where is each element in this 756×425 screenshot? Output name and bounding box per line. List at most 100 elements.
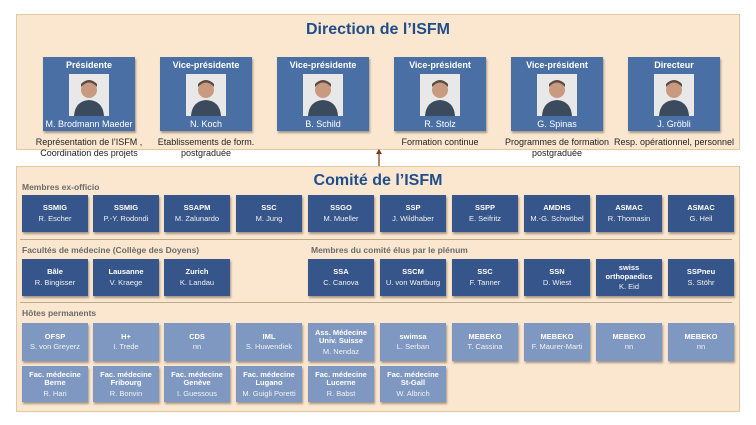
member-name: J. Wildhaber [392, 213, 434, 223]
member-box: H+I. Trede [93, 323, 159, 361]
organization-label: swiss orthopaedics [605, 263, 653, 281]
member-name: L. Serban [396, 342, 430, 352]
member-name: M. Nendaz [322, 346, 360, 356]
portrait-photo-icon [303, 74, 343, 116]
member-name: F. Maurer-Marti [531, 342, 583, 352]
role-label: Présidente [65, 60, 113, 70]
role-label: Vice-président [409, 60, 471, 70]
organization-label: SSPP [474, 203, 495, 213]
member-name: M. Guigli Poretti [242, 388, 296, 398]
member-name: M. Mueller [323, 213, 359, 223]
organization-label: swimsa [399, 331, 427, 341]
organization-label: Lausanne [108, 267, 144, 277]
organization-label: SSMIG [113, 203, 139, 213]
organization-label: SSAPM [183, 203, 211, 213]
divider [20, 302, 732, 303]
elus-label: Membres du comité élus par le plénum [311, 245, 468, 255]
organization-label: Fac. médecine Berne [29, 369, 81, 387]
member-name: S. von Greyerz [29, 342, 81, 352]
organization-label: Bâle [47, 267, 63, 277]
member-name: I. Guessous [176, 388, 218, 398]
member-name: M. Zalunardo [174, 213, 220, 223]
member-name: S. Stöhr [687, 277, 715, 287]
direction-title: Direction de l’ISFM [305, 21, 450, 38]
organization-label: MEBEKO [684, 331, 718, 341]
divider [20, 239, 732, 240]
organization-label: SSA [333, 267, 349, 277]
role-label: Vice-présidente [289, 60, 357, 70]
director-card: Vice-présidente B. Schild [277, 57, 369, 131]
organization-label: Zurich [185, 267, 209, 277]
director-card: Vice-présidente N. Koch [160, 57, 252, 131]
organization-label: AMDHS [543, 203, 571, 213]
hotes-label: Hôtes permanents [22, 308, 97, 318]
member-name: M. Jung [255, 213, 283, 223]
member-name: R. Bonvin [109, 388, 143, 398]
comite-title: Comité de l’ISFM [313, 172, 443, 189]
organization-label: SSGO [330, 203, 352, 213]
member-name: V. Kraege [109, 277, 143, 287]
person-name: B. Schild [305, 119, 341, 129]
up-arrow-icon [376, 149, 382, 166]
responsibility-text: Programmes de formation postgraduée [504, 137, 610, 158]
organization-label: MEBEKO [540, 331, 574, 341]
organization-label: OFSP [44, 331, 66, 341]
member-name: I. Trede [113, 342, 139, 352]
member-name: G. Heil [689, 213, 713, 223]
member-name: C. Canova [323, 277, 359, 287]
organization-label: ASMAC [615, 203, 643, 213]
organization-label: SSCM [402, 267, 424, 277]
person-name: R. Stolz [424, 119, 456, 129]
organization-label: MEBEKO [612, 331, 646, 341]
member-name: T. Cassina [467, 342, 503, 352]
member-name: M.-G. Schwöbel [530, 213, 584, 223]
organization-label: Fac. médecine St-Gall [387, 369, 439, 387]
organization-label: SSN [549, 267, 565, 277]
organization-label: MEBEKO [468, 331, 502, 341]
organization-label: SSC [477, 267, 493, 277]
portrait-photo-icon [537, 74, 577, 116]
facultes-label: Facultés de médecine (Collège des Doyens… [22, 245, 200, 255]
portrait-photo-icon [654, 74, 694, 116]
organization-label: SSC [261, 203, 277, 213]
responsibility-text: Représentation de l’ISFM , Coordination … [35, 137, 143, 158]
organization-label: CDS [189, 331, 205, 341]
member-name: K. Eid [618, 282, 639, 291]
person-name: N. Koch [189, 119, 222, 129]
organization-label: H+ [121, 331, 131, 341]
organization-label: Ass. Médecine Univ. Suisse [314, 327, 368, 345]
role-label: Vice-présidente [172, 60, 240, 70]
member-name: nn [696, 342, 706, 352]
portrait-photo-icon [186, 74, 226, 116]
member-name: D. Wiest [542, 277, 572, 287]
person-name: G. Spinas [537, 119, 577, 129]
member-name: K. Landau [179, 277, 215, 287]
